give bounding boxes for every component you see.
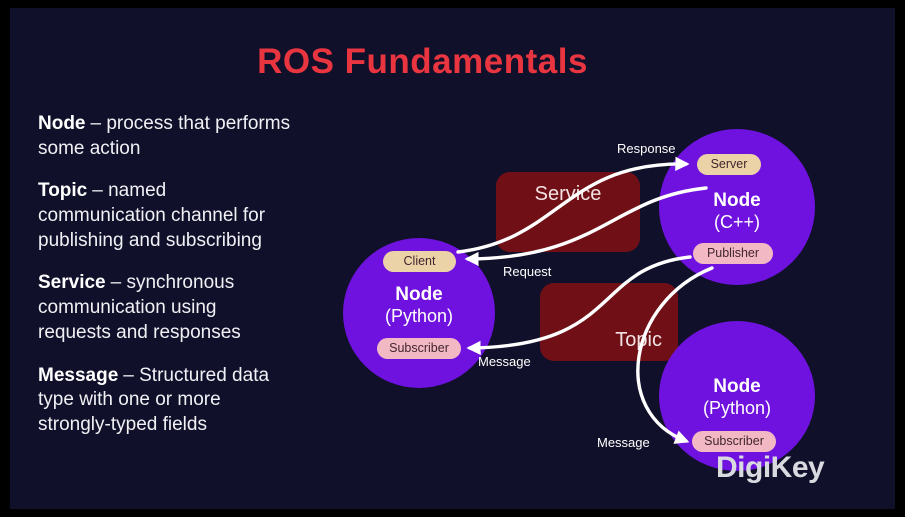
- service-box: Service: [496, 172, 640, 252]
- definition-service: Service– synchronous communication using…: [38, 271, 348, 345]
- definition-message-term: Message: [38, 364, 119, 386]
- topic-box-label: Topic: [615, 329, 662, 351]
- slide-title: ROS Fundamentals: [257, 42, 588, 81]
- definition-topic-term: Topic: [38, 180, 88, 202]
- definition-service-term: Service: [38, 272, 106, 294]
- edge-label-request: Request: [503, 264, 552, 279]
- definition-node: Node– process that performs some action: [38, 112, 348, 161]
- edge-label-message-topic: Message: [478, 354, 531, 369]
- port-client: Client: [383, 251, 456, 272]
- node-python-left-subtitle: (Python): [384, 306, 454, 326]
- definition-message-body: – Structured data type with one or more …: [38, 364, 270, 435]
- definition-service-body: – synchronous communication using reques…: [38, 272, 241, 343]
- definition-topic-body: – named communication channel for publis…: [38, 180, 266, 251]
- port-subscriber-bottom: Subscriber: [692, 431, 776, 452]
- topic-box: Topic: [540, 283, 678, 361]
- port-publisher: Publisher: [693, 243, 773, 264]
- port-server: Server: [697, 154, 761, 175]
- definition-node-term: Node: [38, 113, 86, 134]
- node-python-bottom-title: Node: [713, 376, 761, 397]
- node-python-left-title: Node: [395, 284, 443, 305]
- node-cpp-subtitle: (C++): [713, 212, 760, 232]
- service-box-label: Service: [534, 183, 602, 205]
- node-cpp-title: Node: [713, 190, 761, 211]
- digikey-logo: DigiKey: [716, 451, 825, 484]
- edge-label-response: Response: [617, 141, 676, 156]
- definition-node-body: – process that performs some action: [38, 113, 291, 159]
- node-python-bottom-subtitle: (Python): [702, 398, 772, 418]
- definitions-list: Node– process that performs some action …: [38, 112, 348, 456]
- edge-label-message-direct: Message: [597, 435, 650, 450]
- definition-message: Message– Structured data type with one o…: [38, 364, 348, 438]
- definition-topic: Topic– named communication channel for p…: [38, 179, 348, 253]
- port-subscriber-left: Subscriber: [377, 338, 461, 359]
